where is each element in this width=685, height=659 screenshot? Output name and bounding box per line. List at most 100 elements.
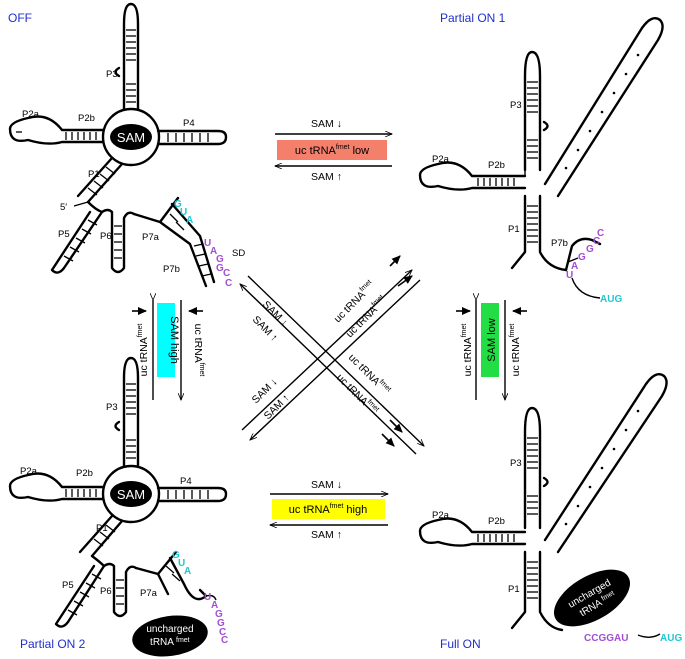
diag-trna-arrow-1 xyxy=(389,255,401,267)
p3-rungs xyxy=(126,29,136,103)
po1-seq-c2: C xyxy=(597,228,604,239)
p2-seq-u2: U xyxy=(204,592,211,603)
top-sam-forward-label: SAM ↓ xyxy=(311,118,342,130)
state-label-partial-on-2: Partial ON 2 xyxy=(20,637,86,651)
full-on-seq-aug: AUG xyxy=(660,633,682,644)
sam-low-box xyxy=(481,303,499,377)
p2-seq-u: U xyxy=(178,558,185,569)
right-transition: SAM low uc tRNAfmet uc tRNAfmet xyxy=(456,300,527,400)
low-trna-box-label: uc tRNAfmet low xyxy=(295,144,369,157)
p2-p7a-label: P7a xyxy=(140,588,158,599)
off-p6-label: P6 xyxy=(100,231,112,242)
off-p7a-label: P7a xyxy=(142,232,160,243)
top-sam-reverse-label: SAM ↑ xyxy=(311,171,342,183)
left-trna-up-label: uc tRNAfmet xyxy=(137,324,150,377)
p2-sam-ligand xyxy=(110,481,152,507)
partial-on-1-structure: P3 P2a P2b P1 P7b U A G G C C AUG xyxy=(418,17,664,305)
p2-p5-label: P5 xyxy=(62,580,74,591)
low-trna-box xyxy=(277,140,387,160)
p2-p4-label: P4 xyxy=(180,476,192,487)
high-trna-box-label: uc tRNAfmet high xyxy=(289,503,367,516)
right-trna-up-label: uc tRNAfmet xyxy=(461,324,474,377)
partial-on-2-structure: SAM uncharged tRNA fmet P3 P2a P2b P4 P1 xyxy=(8,356,228,657)
left-trna-down-label: uc tRNAfmet xyxy=(192,324,205,377)
full-on-p2b-label: P2b xyxy=(488,516,505,527)
p2-p6-label: P6 xyxy=(100,586,112,597)
state-label-full-on: Full ON xyxy=(440,637,481,651)
full-on-p2a-label: P2a xyxy=(432,510,450,521)
diag-trna-arrow-3 xyxy=(389,419,403,433)
po1-p2b-label: P2b xyxy=(488,160,505,171)
po1-seq-u: U xyxy=(566,270,573,281)
off-seq-a: A xyxy=(186,215,193,226)
p2-seq-a: A xyxy=(184,566,191,577)
sam-high-box-label: SAM high xyxy=(168,316,180,364)
bottom-transition: SAM ↓ uc tRNAfmet high SAM ↑ xyxy=(270,479,388,541)
off-seq-g2: G xyxy=(216,254,224,265)
po1-seq-g: G xyxy=(578,252,586,263)
p2-p2b-label: P2b xyxy=(76,468,93,479)
p2-seq-a2: A xyxy=(211,600,218,611)
p2-seq-g2: G xyxy=(215,609,223,620)
po1-p7b-label: P7b xyxy=(551,238,568,249)
bottom-sam-reverse-label: SAM ↑ xyxy=(311,529,342,541)
high-trna-box xyxy=(272,499,385,519)
full-on-p1-label: P1 xyxy=(508,584,520,595)
off-seq-u: U xyxy=(180,207,187,218)
off-seq-c3: C xyxy=(225,278,232,289)
p2-uncharged-trna xyxy=(132,615,208,657)
off-structure: SAM 5′ P3 P2a P2b xyxy=(8,2,245,289)
po1-seq-g2: G xyxy=(586,244,594,255)
left-transition: SAM high uc tRNAfmet uc tRNAfmet xyxy=(132,300,205,400)
p1-long-dots xyxy=(564,53,640,170)
p2-seq-g3: G xyxy=(217,618,225,629)
off-p7b-label: P7b xyxy=(163,264,180,275)
po1-p1-label: P1 xyxy=(508,224,520,235)
po1-p2a-label: P2a xyxy=(432,154,450,165)
diag-fullon-to-off xyxy=(240,284,417,455)
off-p2a-label: P2a xyxy=(22,109,40,120)
off-p2b-label: P2b xyxy=(78,113,95,124)
bottom-sam-forward-label: SAM ↓ xyxy=(311,479,342,491)
sam-high-box xyxy=(157,303,175,377)
po1-p3-label: P3 xyxy=(510,100,522,111)
off-sam-ligand xyxy=(110,124,152,150)
p2-seq-c3: C xyxy=(221,635,228,646)
p2-uncharged-sup: fmet xyxy=(176,637,190,644)
p2-p2a-label: P2a xyxy=(20,466,38,477)
diag-p1-to-p2 xyxy=(250,279,421,440)
off-p5-label: P5 xyxy=(58,229,70,240)
off-seq-g3: G xyxy=(216,263,224,274)
diag-p2-to-p1 xyxy=(241,270,412,431)
p2-sam-text: SAM xyxy=(117,487,145,502)
p2-seq-c2: C xyxy=(219,627,226,638)
diag-trna-arrow-4 xyxy=(381,433,395,447)
p2-p1-label: P1 xyxy=(96,523,108,534)
po1-seq-c: C xyxy=(593,236,600,247)
p2-uncharged-line2: tRNA xyxy=(150,637,174,648)
off-seq-c2: C xyxy=(223,268,230,279)
p2-p3-label: P3 xyxy=(106,402,118,413)
full-on-long-dots xyxy=(564,409,640,526)
diag-off-to-fullon xyxy=(247,275,424,446)
right-trna-down-label: uc tRNAfmet xyxy=(509,324,522,377)
off-five-prime: 5′ xyxy=(60,202,67,213)
off-p4-label: P4 xyxy=(183,118,195,129)
state-label-partial-on-1: Partial ON 1 xyxy=(440,11,506,25)
po1-seq-a: A xyxy=(571,261,578,272)
state-label-off: OFF xyxy=(8,11,32,25)
off-sd-label: SD xyxy=(232,248,245,259)
diag-trna-arrow-2 xyxy=(397,275,413,287)
p2-uncharged-line1: uncharged xyxy=(146,624,193,635)
off-seq-g: G xyxy=(174,199,182,210)
po1-seq-aug: AUG xyxy=(600,294,622,305)
off-p3-label: P3 xyxy=(106,69,118,80)
full-on-structure: uncharged tRNA fmet P3 P2a P2b P1 CCGGAU… xyxy=(418,373,682,644)
off-sam-text: SAM xyxy=(117,130,145,145)
p2-seq-g: G xyxy=(172,550,180,561)
off-seq-u2: U xyxy=(204,238,211,249)
top-transition: SAM ↓ uc tRNAfmet low SAM ↑ xyxy=(275,118,392,183)
full-on-seq-ccggau: CCGGAU xyxy=(584,633,628,644)
off-seq-a2: A xyxy=(210,246,217,257)
full-on-uncharged-trna xyxy=(554,569,630,627)
